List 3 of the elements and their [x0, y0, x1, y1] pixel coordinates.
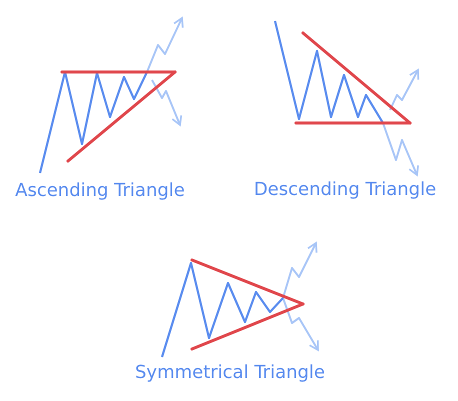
pattern-title: Descending Triangle	[254, 179, 436, 201]
pattern-title: Symmetrical Triangle	[134, 362, 326, 384]
pattern-title: Ascending Triangle	[15, 180, 185, 202]
